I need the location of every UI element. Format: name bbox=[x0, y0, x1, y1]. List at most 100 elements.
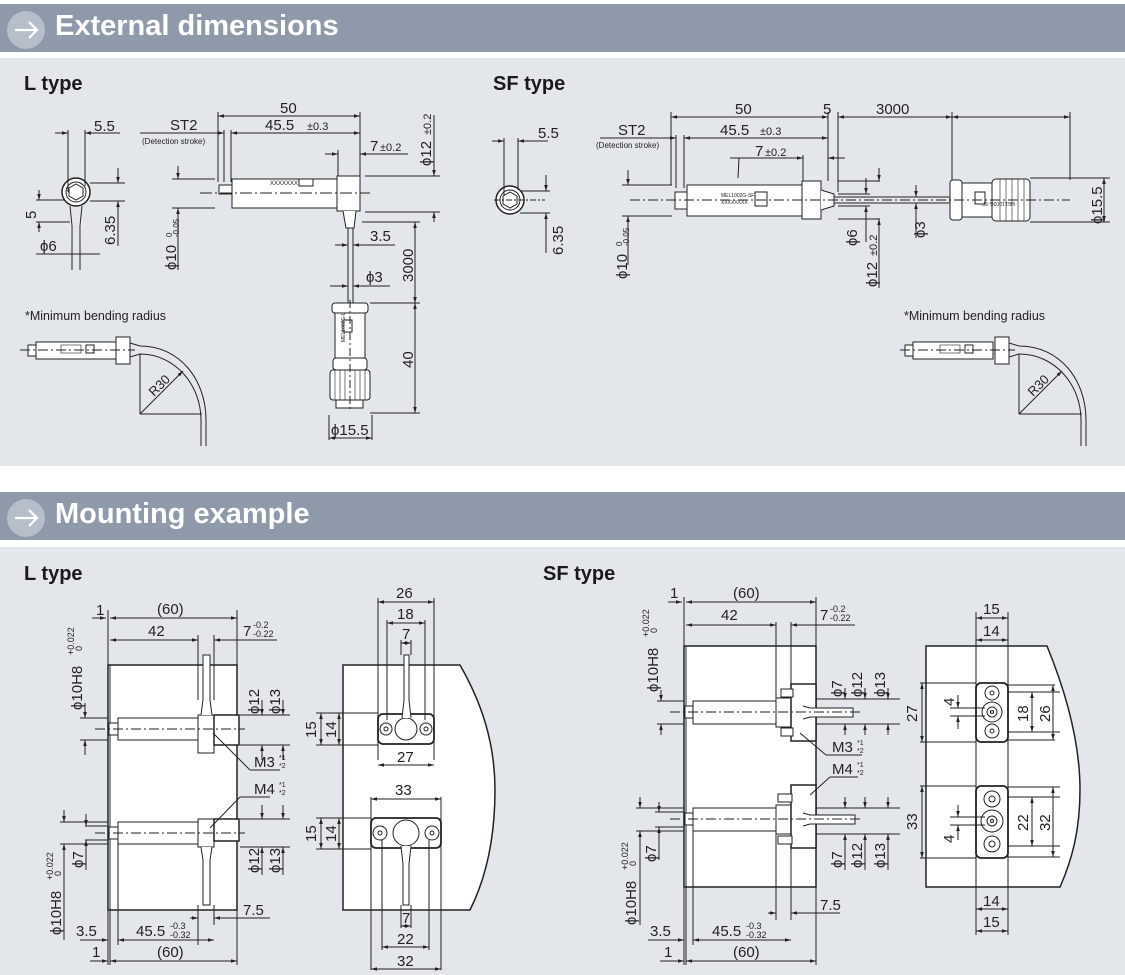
tolerance-label: 0 bbox=[628, 861, 638, 866]
dim-label: ϕ15.5 bbox=[331, 422, 369, 439]
dim-label: M3 bbox=[832, 739, 853, 756]
dim-label: 4 bbox=[941, 698, 958, 706]
dim-label: 7 bbox=[402, 626, 410, 643]
sf-type-bend-radius-view bbox=[900, 336, 1087, 446]
mount-l-type-front-view bbox=[316, 598, 496, 971]
dim-label: (60) bbox=[157, 944, 184, 961]
dim-label: ϕ13 bbox=[872, 672, 889, 697]
dim-label: 14 bbox=[323, 825, 340, 842]
dim-label: ϕ12 bbox=[864, 262, 881, 287]
dim-label: 45.5 bbox=[265, 117, 294, 134]
dim-label: ϕ6 bbox=[844, 229, 861, 246]
tolerance-label: ±0.3 bbox=[307, 121, 328, 133]
tolerance-label: -0.3 bbox=[746, 921, 762, 931]
dim-label: 3000 bbox=[400, 249, 417, 282]
dim-label: 7.5 bbox=[820, 897, 841, 914]
dim-label: 7 bbox=[243, 623, 251, 640]
note-label: (Detection stroke) bbox=[596, 141, 659, 150]
connector-marking: MEL1002G-SF bbox=[982, 200, 1015, 206]
tolerance-label: ±0.2 bbox=[868, 235, 880, 256]
note-mark: *2 bbox=[857, 770, 864, 777]
dim-label: 15 bbox=[983, 601, 1000, 618]
dim-label: 14 bbox=[983, 623, 1000, 640]
dim-label: 7.5 bbox=[243, 902, 264, 919]
dim-label: (60) bbox=[733, 585, 760, 602]
tolerance-label: -0.22 bbox=[253, 629, 274, 639]
tolerance-label: +0.022 bbox=[45, 852, 55, 880]
note-label: (Detection stroke) bbox=[142, 137, 205, 146]
dim-label: M4 bbox=[832, 761, 853, 778]
dim-label: 22 bbox=[397, 931, 414, 948]
bend-radius-label: R30 bbox=[146, 372, 173, 399]
dim-label: 3.5 bbox=[650, 923, 671, 940]
dim-label: 1 bbox=[92, 944, 100, 961]
dim-label: ϕ7 bbox=[829, 680, 846, 697]
arrow-right-circle-icon bbox=[7, 11, 45, 49]
dim-label: 42 bbox=[721, 607, 738, 624]
dim-label: 15 bbox=[303, 825, 320, 842]
dim-label: 33 bbox=[904, 813, 921, 830]
dim-label: 33 bbox=[395, 782, 412, 799]
dim-label: 7 bbox=[820, 607, 828, 624]
section-title: Mounting example bbox=[55, 498, 310, 530]
l-type-connector bbox=[328, 300, 420, 440]
dim-label: ϕ10H8 bbox=[69, 666, 86, 710]
dim-label: ϕ10H8 bbox=[48, 891, 65, 935]
sf-type-end-view bbox=[492, 138, 550, 253]
dim-label: 18 bbox=[397, 606, 414, 623]
tolerance-label: -0.3 bbox=[170, 921, 186, 931]
dim-label: 22 bbox=[1015, 814, 1032, 831]
connector-marking: MEL1002G-L bbox=[341, 312, 347, 342]
dim-label: ϕ13 bbox=[267, 689, 284, 714]
tolerance-label: -0.32 bbox=[170, 930, 191, 940]
dim-label: 3000 bbox=[876, 101, 909, 118]
tolerance-label: ±0.2 bbox=[422, 114, 434, 135]
tolerance-label: 0 bbox=[74, 646, 84, 651]
note-mark: *2 bbox=[279, 790, 286, 797]
body-marking: XXXXXXXX bbox=[721, 200, 748, 206]
tolerance-label: +0.022 bbox=[66, 627, 76, 655]
note-mark: *1 bbox=[279, 755, 286, 762]
tolerance-label: -0.05 bbox=[172, 218, 181, 237]
section-header-mounting-example: Mounting example bbox=[0, 492, 1125, 540]
dim-label: 14 bbox=[323, 721, 340, 738]
dim-label: (60) bbox=[733, 944, 760, 961]
dim-label: 5.5 bbox=[94, 118, 115, 135]
tolerance-label: -0.05 bbox=[622, 227, 631, 246]
tolerance-label: 0 bbox=[615, 241, 624, 246]
tolerance-label: +0.022 bbox=[620, 842, 630, 870]
note-mark: *2 bbox=[279, 763, 286, 770]
dim-label: ϕ12 bbox=[418, 141, 435, 166]
tolerance-label: 0 bbox=[649, 628, 659, 633]
section-title: External dimensions bbox=[55, 10, 339, 42]
dim-label: 5 bbox=[823, 101, 831, 118]
dim-label: 1 bbox=[96, 602, 104, 619]
dim-label: ST2 bbox=[618, 122, 646, 139]
dim-label: ϕ12 bbox=[849, 843, 866, 868]
dim-label: (60) bbox=[157, 601, 184, 618]
tolerance-label: ±0.3 bbox=[760, 126, 781, 138]
dim-label: ϕ3 bbox=[912, 221, 929, 238]
type-label-sf: SF type bbox=[543, 563, 616, 585]
dim-label: 26 bbox=[1037, 705, 1054, 722]
dim-label: ϕ7 bbox=[643, 845, 660, 862]
dim-label: 4 bbox=[941, 835, 958, 843]
dim-label: 26 bbox=[396, 585, 413, 602]
mount-sf-type-front-view bbox=[920, 612, 1081, 935]
tolerance-label: -0.32 bbox=[746, 930, 767, 940]
dim-label: ϕ7 bbox=[70, 851, 87, 868]
dim-label: ϕ6 bbox=[40, 238, 57, 255]
tolerance-label: 0 bbox=[165, 232, 174, 237]
dim-label: 5.5 bbox=[538, 125, 559, 142]
arrow-right-circle-icon bbox=[7, 499, 45, 537]
body-marking: XXXXXXX bbox=[270, 181, 298, 187]
dim-label: 27 bbox=[904, 705, 921, 722]
tolerance-label: +0.022 bbox=[641, 609, 651, 637]
type-label-sf: SF type bbox=[493, 73, 566, 95]
dim-label: 42 bbox=[148, 623, 165, 640]
dim-label: M3 bbox=[254, 754, 275, 771]
dim-label: ϕ13 bbox=[267, 848, 284, 873]
dim-label: 32 bbox=[397, 953, 414, 970]
section-header-external-dimensions: External dimensions bbox=[0, 4, 1125, 52]
